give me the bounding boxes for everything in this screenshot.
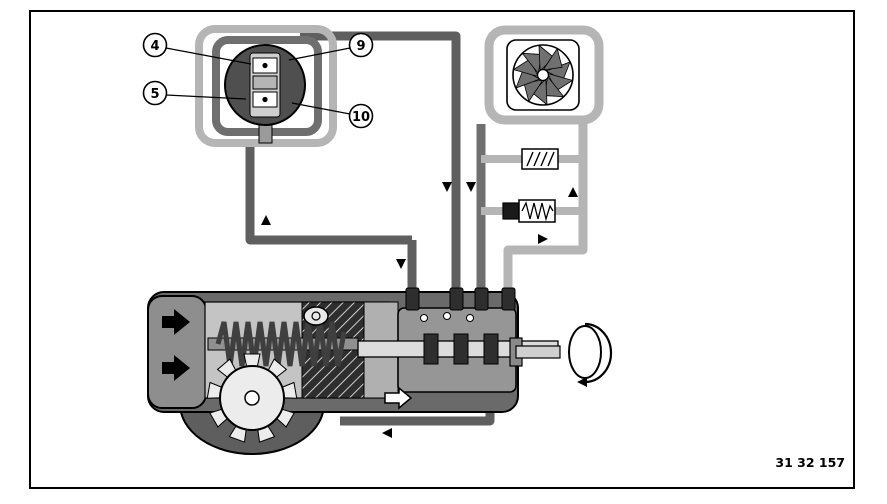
throttle-symbol xyxy=(526,151,555,167)
callout-4-label: 4 xyxy=(150,39,159,54)
pump-assembly xyxy=(195,25,337,147)
gear-axle xyxy=(244,390,260,406)
pipe-supply-1 xyxy=(300,31,461,302)
bolt-2 xyxy=(443,312,451,320)
ref-number: 31 32 157 xyxy=(775,455,845,470)
callout-10-label: 10 xyxy=(352,110,370,125)
port-1 xyxy=(449,287,464,311)
callout-5-label: 5 xyxy=(150,87,159,102)
worm-screw xyxy=(215,321,347,367)
callout-9: 9 xyxy=(348,32,374,58)
pump-port-upper xyxy=(262,62,268,69)
callout-9-label: 9 xyxy=(356,39,365,54)
port-3 xyxy=(501,287,516,311)
bearing-inner xyxy=(311,311,321,321)
port-2 xyxy=(474,287,489,311)
piping xyxy=(245,31,588,426)
sector-gear xyxy=(206,353,298,443)
callouts: 4 5 9 10 xyxy=(142,32,374,129)
callout-10: 10 xyxy=(348,103,374,129)
cooler-pipe-loop xyxy=(484,25,604,125)
input-shaft xyxy=(515,345,561,359)
bearing-detail xyxy=(303,306,329,326)
spool-land-2 xyxy=(453,333,469,365)
rotation-arc xyxy=(584,322,613,384)
inlet-arrow-upper xyxy=(162,309,190,335)
pipe-return-cooler xyxy=(503,124,588,302)
bolt-1 xyxy=(420,314,428,322)
pump-port-lower xyxy=(262,96,268,103)
leader-5 xyxy=(165,94,247,100)
relief-spring-symbol xyxy=(521,201,554,222)
leader-9 xyxy=(288,47,351,61)
leader-4 xyxy=(165,47,252,65)
pipe-pump-return xyxy=(245,139,412,245)
steering-input-ellipse xyxy=(568,325,602,379)
bolt-3 xyxy=(466,314,474,322)
inlet-arrow-lower xyxy=(162,355,190,381)
relief-valve-port xyxy=(502,202,520,220)
throttle-valve xyxy=(521,148,559,170)
pump-stem xyxy=(258,124,273,144)
steering-gear-section xyxy=(147,287,613,455)
callout-5: 5 xyxy=(142,80,168,106)
pressure-relief-valve xyxy=(502,199,556,223)
fan-blades xyxy=(512,44,574,106)
fan-hub xyxy=(536,68,550,82)
internal-flow-arrow xyxy=(384,386,413,410)
callout-4: 4 xyxy=(142,32,168,58)
spool-land-1 xyxy=(423,333,439,365)
cooler-assembly xyxy=(484,25,604,125)
spool-land-3 xyxy=(483,333,499,365)
port-4 xyxy=(405,287,420,311)
leader-10 xyxy=(291,102,351,115)
relief-valve-body xyxy=(518,199,556,223)
pump-divider xyxy=(252,75,278,90)
